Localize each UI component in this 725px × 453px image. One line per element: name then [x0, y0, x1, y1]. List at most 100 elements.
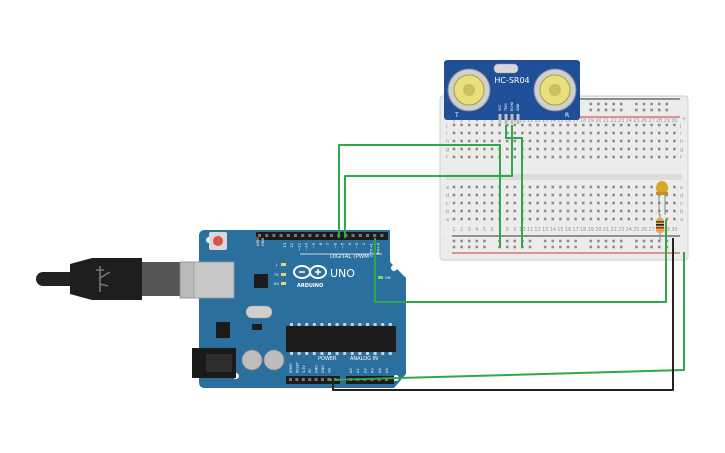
wire-gnd-sensor[interactable]: [505, 125, 523, 248]
breadboard-hole[interactable]: [536, 147, 539, 151]
digital-header-pin[interactable]: [308, 234, 312, 237]
breadboard-hole[interactable]: [589, 193, 593, 197]
breadboard-hole[interactable]: [475, 123, 479, 127]
breadboard-hole[interactable]: [650, 193, 653, 197]
breadboard-hole[interactable]: [627, 155, 631, 159]
breadboard-hole[interactable]: [650, 123, 653, 127]
breadboard-hole[interactable]: [490, 201, 494, 205]
breadboard-hole[interactable]: [528, 131, 532, 135]
rail-hole[interactable]: [574, 239, 577, 243]
rail-hole[interactable]: [589, 239, 593, 243]
power-header-pin[interactable]: [314, 378, 318, 381]
breadboard-hole[interactable]: [452, 123, 456, 127]
digital-header-pin[interactable]: [258, 234, 261, 237]
breadboard-hole[interactable]: [597, 155, 600, 159]
digital-header-pin[interactable]: [358, 234, 362, 237]
digital-header-pin[interactable]: [272, 234, 276, 237]
rail-hole[interactable]: [650, 108, 653, 112]
breadboard-hole[interactable]: [452, 185, 456, 189]
breadboard-hole[interactable]: [627, 139, 631, 143]
breadboard-hole[interactable]: [574, 155, 577, 159]
breadboard-hole[interactable]: [536, 201, 539, 205]
breadboard-hole[interactable]: [604, 131, 608, 135]
breadboard-hole[interactable]: [619, 201, 623, 205]
breadboard-hole[interactable]: [528, 147, 532, 151]
breadboard-hole[interactable]: [490, 131, 494, 135]
breadboard-hole[interactable]: [483, 139, 486, 143]
rail-hole[interactable]: [467, 245, 471, 249]
breadboard-hole[interactable]: [619, 217, 623, 221]
breadboard-hole[interactable]: [559, 139, 562, 143]
breadboard-hole[interactable]: [505, 131, 509, 135]
rail-hole[interactable]: [460, 245, 463, 249]
breadboard-hole[interactable]: [604, 193, 608, 197]
rail-hole[interactable]: [619, 102, 623, 106]
breadboard-hole[interactable]: [597, 123, 600, 127]
breadboard-hole[interactable]: [490, 123, 494, 127]
breadboard-hole[interactable]: [543, 155, 547, 159]
rail-hole[interactable]: [597, 239, 600, 243]
breadboard-hole[interactable]: [642, 123, 646, 127]
breadboard-hole[interactable]: [559, 131, 562, 135]
breadboard-hole[interactable]: [574, 193, 577, 197]
breadboard-hole[interactable]: [467, 209, 471, 213]
breadboard-hole[interactable]: [612, 193, 615, 197]
breadboard-hole[interactable]: [528, 209, 532, 213]
rail-hole[interactable]: [612, 108, 615, 112]
breadboard-hole[interactable]: [597, 131, 600, 135]
rail-hole[interactable]: [619, 245, 623, 249]
breadboard-hole[interactable]: [597, 217, 600, 221]
breadboard-hole[interactable]: [574, 147, 577, 151]
digital-header-pin[interactable]: [286, 234, 290, 237]
breadboard-hole[interactable]: [642, 185, 646, 189]
breadboard-hole[interactable]: [460, 155, 463, 159]
breadboard-hole[interactable]: [551, 147, 555, 151]
breadboard-hole[interactable]: [490, 209, 494, 213]
breadboard-hole[interactable]: [635, 131, 638, 135]
breadboard-hole[interactable]: [460, 185, 463, 189]
rail-hole[interactable]: [452, 245, 456, 249]
breadboard-hole[interactable]: [543, 217, 547, 221]
breadboard-hole[interactable]: [483, 185, 486, 189]
power-header-pin[interactable]: [327, 378, 331, 381]
breadboard-hole[interactable]: [657, 139, 661, 143]
breadboard-hole[interactable]: [536, 217, 539, 221]
breadboard-hole[interactable]: [513, 139, 517, 143]
breadboard-hole[interactable]: [627, 131, 631, 135]
breadboard-hole[interactable]: [460, 139, 463, 143]
rail-hole[interactable]: [559, 239, 562, 243]
breadboard-hole[interactable]: [551, 201, 555, 205]
breadboard-hole[interactable]: [566, 155, 570, 159]
led-bulb-icon[interactable]: [656, 181, 668, 195]
breadboard-hole[interactable]: [597, 139, 600, 143]
rail-hole[interactable]: [665, 102, 669, 106]
wire-led[interactable]: [374, 220, 667, 303]
rail-hole[interactable]: [642, 245, 646, 249]
breadboard-hole[interactable]: [597, 209, 600, 213]
breadboard-hole[interactable]: [528, 201, 532, 205]
breadboard-hole[interactable]: [642, 193, 646, 197]
breadboard-hole[interactable]: [460, 193, 463, 197]
breadboard-hole[interactable]: [543, 193, 547, 197]
rail-hole[interactable]: [650, 239, 653, 243]
breadboard-hole[interactable]: [452, 155, 456, 159]
rail-hole[interactable]: [612, 239, 615, 243]
digital-header-pin[interactable]: [279, 234, 283, 237]
rail-hole[interactable]: [650, 102, 653, 106]
breadboard-hole[interactable]: [673, 131, 676, 135]
rail-hole[interactable]: [665, 108, 669, 112]
breadboard-hole[interactable]: [551, 217, 555, 221]
breadboard-hole[interactable]: [597, 185, 600, 189]
breadboard-hole[interactable]: [612, 209, 615, 213]
breadboard-hole[interactable]: [665, 217, 669, 221]
breadboard-hole[interactable]: [475, 131, 479, 135]
breadboard-hole[interactable]: [513, 147, 517, 151]
breadboard-hole[interactable]: [513, 193, 517, 197]
breadboard-hole[interactable]: [475, 193, 479, 197]
rail-hole[interactable]: [612, 102, 615, 106]
breadboard-hole[interactable]: [521, 123, 524, 127]
rail-hole[interactable]: [551, 239, 555, 243]
breadboard-hole[interactable]: [513, 217, 517, 221]
